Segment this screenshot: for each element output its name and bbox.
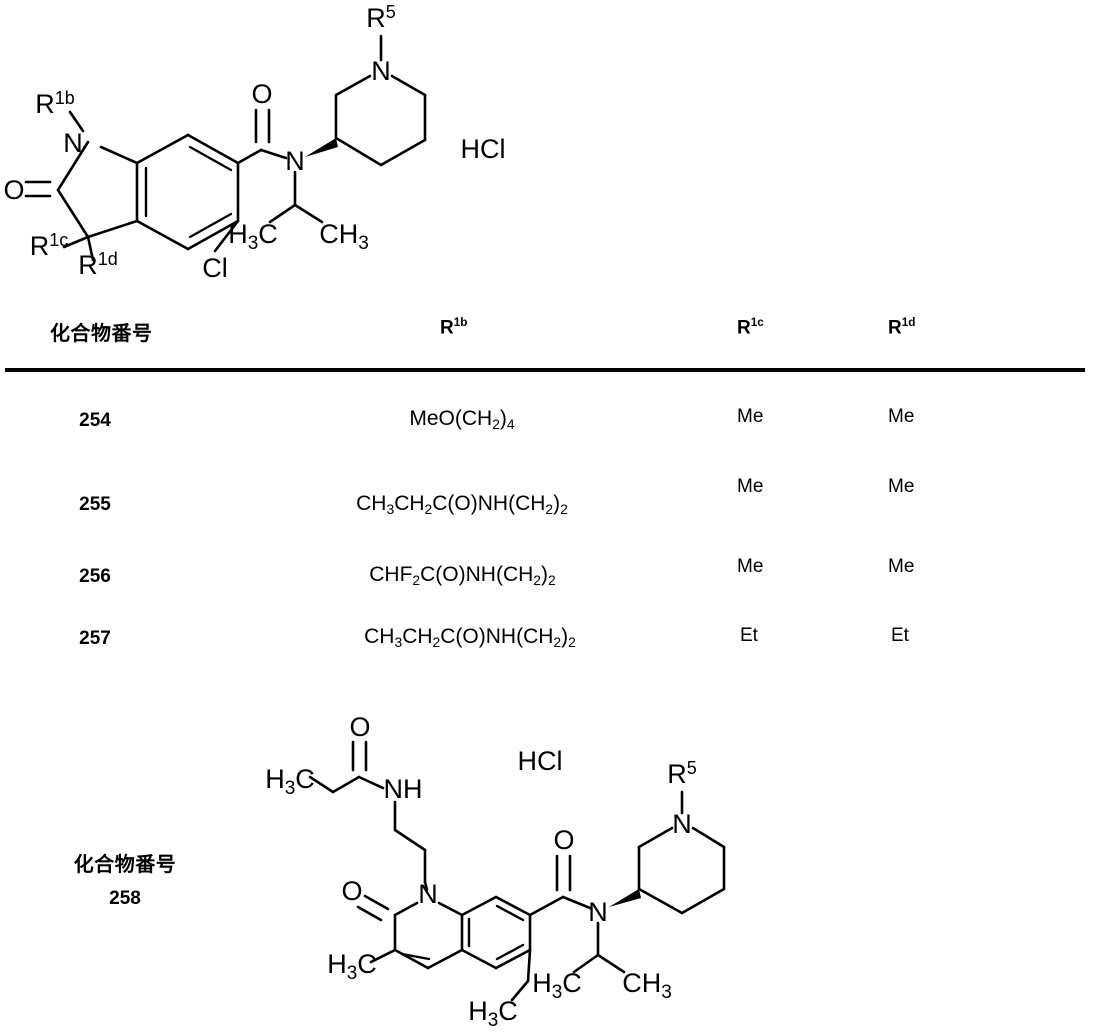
atom-label-o-lactam-bottom: O bbox=[341, 876, 362, 906]
salt-label-hcl-bottom: HCl bbox=[518, 746, 563, 776]
atom-label-o-amide-bottom: O bbox=[553, 825, 574, 855]
atom-label-methyl-right: CH3 bbox=[319, 219, 369, 254]
atom-label-nh: NH bbox=[384, 774, 423, 804]
atom-label-n-amide: N bbox=[285, 146, 305, 176]
header-r1b-base: R bbox=[440, 317, 454, 339]
table-header-compound-no: 化合物番号 bbox=[50, 323, 153, 345]
atom-label-n-quinolinone: N bbox=[418, 879, 438, 909]
bottom-compound-label: 化合物番号 258 bbox=[35, 848, 215, 910]
atom-label-r1b: R1b bbox=[35, 88, 75, 119]
table-header-r1b: R1b bbox=[440, 316, 467, 339]
atom-label-r1d: R1d bbox=[78, 249, 118, 280]
table-row: 255 bbox=[79, 494, 111, 515]
salt-label-hcl: HCl bbox=[461, 134, 506, 164]
table-header-r1c: R1c bbox=[737, 316, 764, 339]
atom-label-methyl-left: H3C bbox=[228, 219, 278, 254]
atom-label-o-lactam: O bbox=[3, 175, 24, 205]
cell-r1d-254: Me bbox=[888, 406, 915, 427]
cell-r1b-256: CHF2C(O)NH(CH2)2 bbox=[369, 563, 556, 588]
atom-label-n-amide-bottom: N bbox=[588, 897, 608, 927]
atom-label-ipr-methyl-right: CH3 bbox=[622, 968, 672, 1003]
table-header-rule bbox=[5, 368, 1085, 372]
atom-label-ipr-methyl-left: H3C bbox=[532, 968, 582, 1003]
atom-label-n-lactam: N bbox=[63, 128, 83, 158]
atom-label-cl: Cl bbox=[202, 253, 228, 283]
table-header-r1d: R1d bbox=[888, 316, 915, 339]
header-r1d-base: R bbox=[888, 317, 902, 339]
cell-r1c-255: Me bbox=[737, 476, 764, 497]
bottom-label-title: 化合物番号 bbox=[73, 854, 177, 876]
header-r1c-base: R bbox=[737, 317, 751, 339]
cell-r1d-255: Me bbox=[888, 476, 915, 497]
table-row: 257 bbox=[79, 628, 111, 649]
cell-r1c-257: Et bbox=[740, 625, 758, 646]
atom-label-n-piperidine-bottom: N bbox=[672, 809, 692, 839]
cell-r1d-257: Et bbox=[891, 625, 909, 646]
table-row: 256 bbox=[79, 566, 111, 587]
chemical-structure-top: N O R1b R1c R1d Cl O N N R5 H3C CH3 HCl bbox=[0, 0, 560, 300]
atom-label-o-amide: O bbox=[251, 79, 272, 109]
atom-label-n-piperidine: N bbox=[371, 56, 391, 86]
atom-label-r1c: R1c bbox=[30, 230, 69, 261]
header-r1c-sup: 1c bbox=[750, 316, 764, 329]
chemical-structure-bottom: H3C O NH N O H3C H3C O N N R5 H3C CH3 HC… bbox=[235, 700, 735, 1033]
header-r1d-sup: 1d bbox=[901, 316, 916, 329]
atom-label-methyl-propionyl: H3C bbox=[265, 764, 315, 799]
cell-r1c-254: Me bbox=[737, 406, 764, 427]
cell-r1b-254: MeO(CH2)4 bbox=[409, 407, 515, 432]
header-r1b-sup: 1b bbox=[453, 316, 468, 329]
cell-r1d-256: Me bbox=[888, 556, 915, 577]
atom-label-methyl-c3: H3C bbox=[327, 949, 377, 984]
bottom-label-number: 258 bbox=[109, 888, 141, 909]
atom-label-r5: R5 bbox=[366, 2, 396, 33]
cell-r1b-257: CH3CH2C(O)NH(CH2)2 bbox=[364, 625, 576, 650]
cell-r1b-255: CH3CH2C(O)NH(CH2)2 bbox=[356, 492, 568, 517]
cell-r1c-256: Me bbox=[737, 556, 764, 577]
atom-label-r5-bottom: R5 bbox=[667, 758, 697, 789]
atom-label-ethyl-ch3: H3C bbox=[468, 996, 518, 1031]
atom-label-o-propionyl: O bbox=[349, 712, 370, 742]
table-row: 254 bbox=[79, 410, 111, 431]
